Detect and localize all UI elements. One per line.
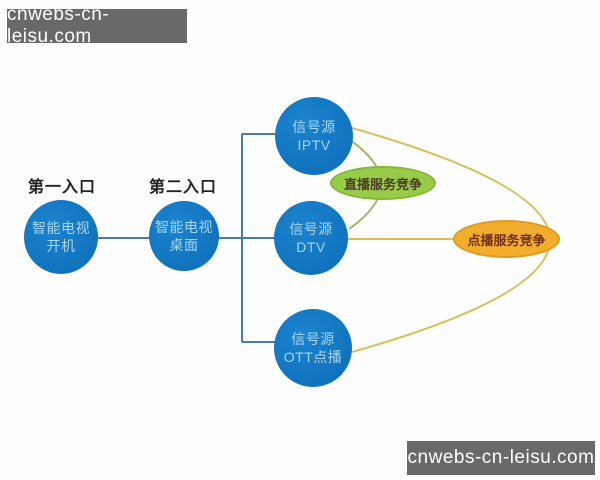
- watermark-bottom-right: cnwebs-cn-leisu.com: [407, 441, 595, 475]
- node-label-line1: 信号源: [291, 330, 335, 347]
- node-smart-tv-desktop: 智能电视 桌面: [149, 201, 219, 271]
- node-signal-source-dtv: 信号源 DTV: [274, 201, 348, 275]
- node-label-line2: OTT点播: [283, 349, 343, 365]
- entry-label-first: 第一入口: [27, 179, 96, 196]
- node-label-line1: 智能电视: [32, 219, 90, 236]
- node-label-line2: IPTV: [297, 137, 331, 153]
- node-label-line1: 智能电视: [155, 218, 213, 235]
- bubble-vod-service-competition: 点播服务竞争: [453, 220, 560, 258]
- node-label-line2: 开机: [46, 238, 76, 254]
- node-signal-source-ott: 信号源 OTT点播: [274, 309, 352, 387]
- node-label-line1: 信号源: [292, 118, 336, 135]
- node-label-line1: 信号源: [289, 220, 333, 237]
- bubble-live-service-competition: 直播服务竞争: [330, 166, 436, 200]
- node-label-line2: 桌面: [169, 237, 199, 253]
- node-signal-source-iptv: 信号源 IPTV: [275, 97, 353, 175]
- watermark-top-left: cnwebs-cn-leisu.com: [7, 4, 187, 47]
- entry-label-second: 第二入口: [148, 179, 217, 196]
- node-smart-tv-power-on: 智能电视 开机: [24, 200, 98, 274]
- node-label-line2: DTV: [296, 239, 326, 255]
